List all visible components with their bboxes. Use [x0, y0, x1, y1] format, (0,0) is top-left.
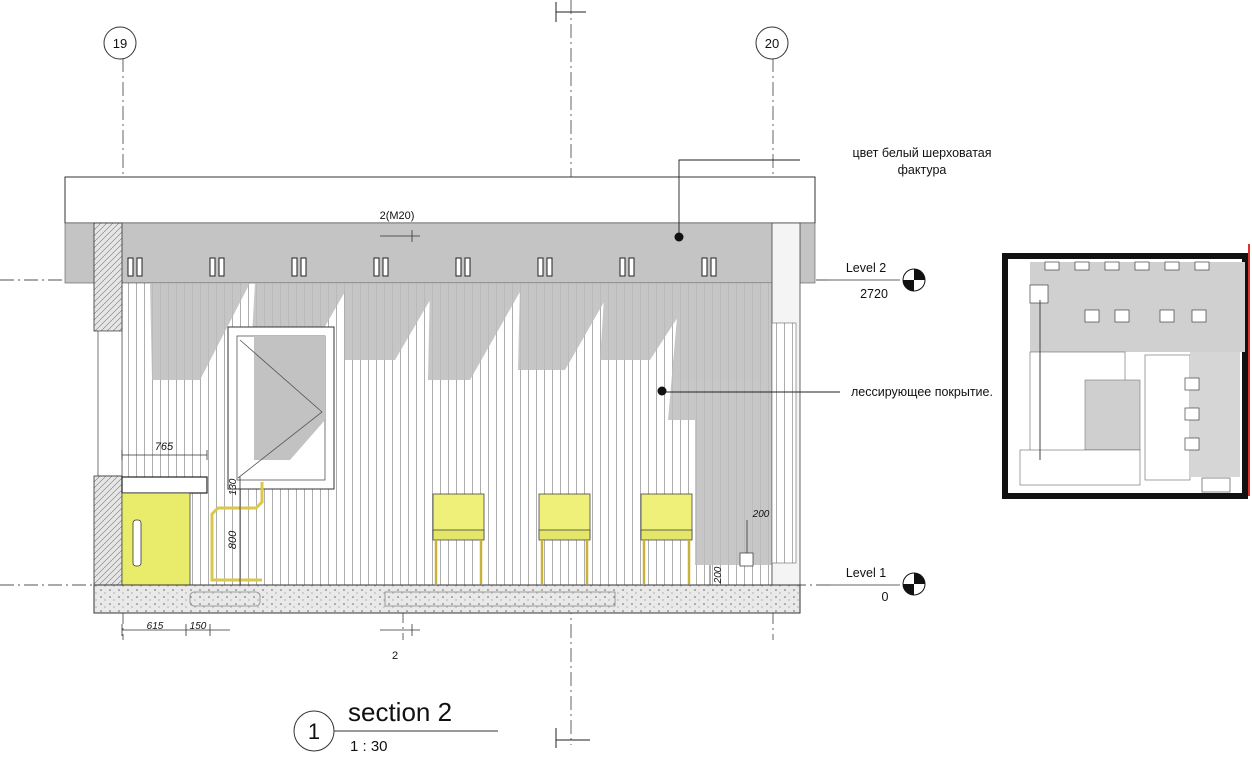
grid-bubble-20: 20 — [755, 26, 789, 60]
floor-footings — [189, 591, 616, 607]
note-top-line2: фактура — [898, 163, 947, 177]
level-2-marker — [830, 268, 926, 292]
title-block — [293, 710, 498, 752]
left-masonry-column — [93, 222, 123, 332]
grid-label-20: 20 — [765, 36, 779, 51]
grid-label-19: 19 — [113, 36, 127, 51]
dim-615: 615 — [147, 621, 164, 632]
yellow-cabinet — [121, 492, 191, 586]
dim-800: 800 — [227, 530, 239, 549]
level-1-name: Level 1 — [846, 566, 886, 580]
dim-130: 130 — [228, 478, 239, 495]
chair-3 — [640, 493, 693, 584]
floor-slab — [93, 584, 801, 614]
wall-socket — [739, 552, 754, 567]
roof-outline — [64, 176, 816, 224]
chair-2 — [538, 493, 591, 584]
section-cut-markers — [555, 2, 590, 748]
cabinet-handle — [132, 519, 142, 567]
section-tag-top: 2(M20) — [380, 210, 415, 222]
wall-frame — [227, 326, 335, 490]
key-plan — [1002, 253, 1248, 499]
dim-765: 765 — [155, 441, 174, 453]
level-1-elevation: 0 — [882, 590, 889, 604]
bar-stool-side — [210, 482, 264, 582]
level-1-marker — [830, 572, 926, 596]
ceiling-band — [64, 222, 816, 284]
leader-dot-top — [674, 232, 684, 242]
leader-dot-mid — [657, 386, 667, 396]
chair-1 — [432, 493, 485, 584]
dim-200-upper: 200 — [752, 509, 770, 520]
right-column-panel — [771, 322, 797, 564]
section-tag-bottom: 2 — [392, 650, 398, 662]
counter-top — [121, 476, 208, 494]
dim-200-lower: 200 — [713, 566, 724, 584]
title-number: 1 — [308, 719, 320, 744]
note-mid: лессирующее покрытие. — [851, 385, 993, 399]
dimension-lines — [121, 230, 748, 636]
dim-150: 150 — [190, 621, 207, 632]
left-window — [97, 330, 123, 477]
grid-bubble-19: 19 — [103, 26, 137, 60]
leader-top — [678, 159, 800, 237]
left-wall-lower — [93, 475, 123, 587]
title-scale: 1 : 30 — [350, 738, 388, 755]
level-2-name: Level 2 — [846, 261, 886, 275]
ceiling-lights — [127, 257, 717, 277]
title-name: section 2 — [348, 697, 452, 727]
level-2-elevation: 2720 — [860, 287, 888, 301]
note-top-line1: цвет белый шерховатая — [852, 146, 991, 160]
